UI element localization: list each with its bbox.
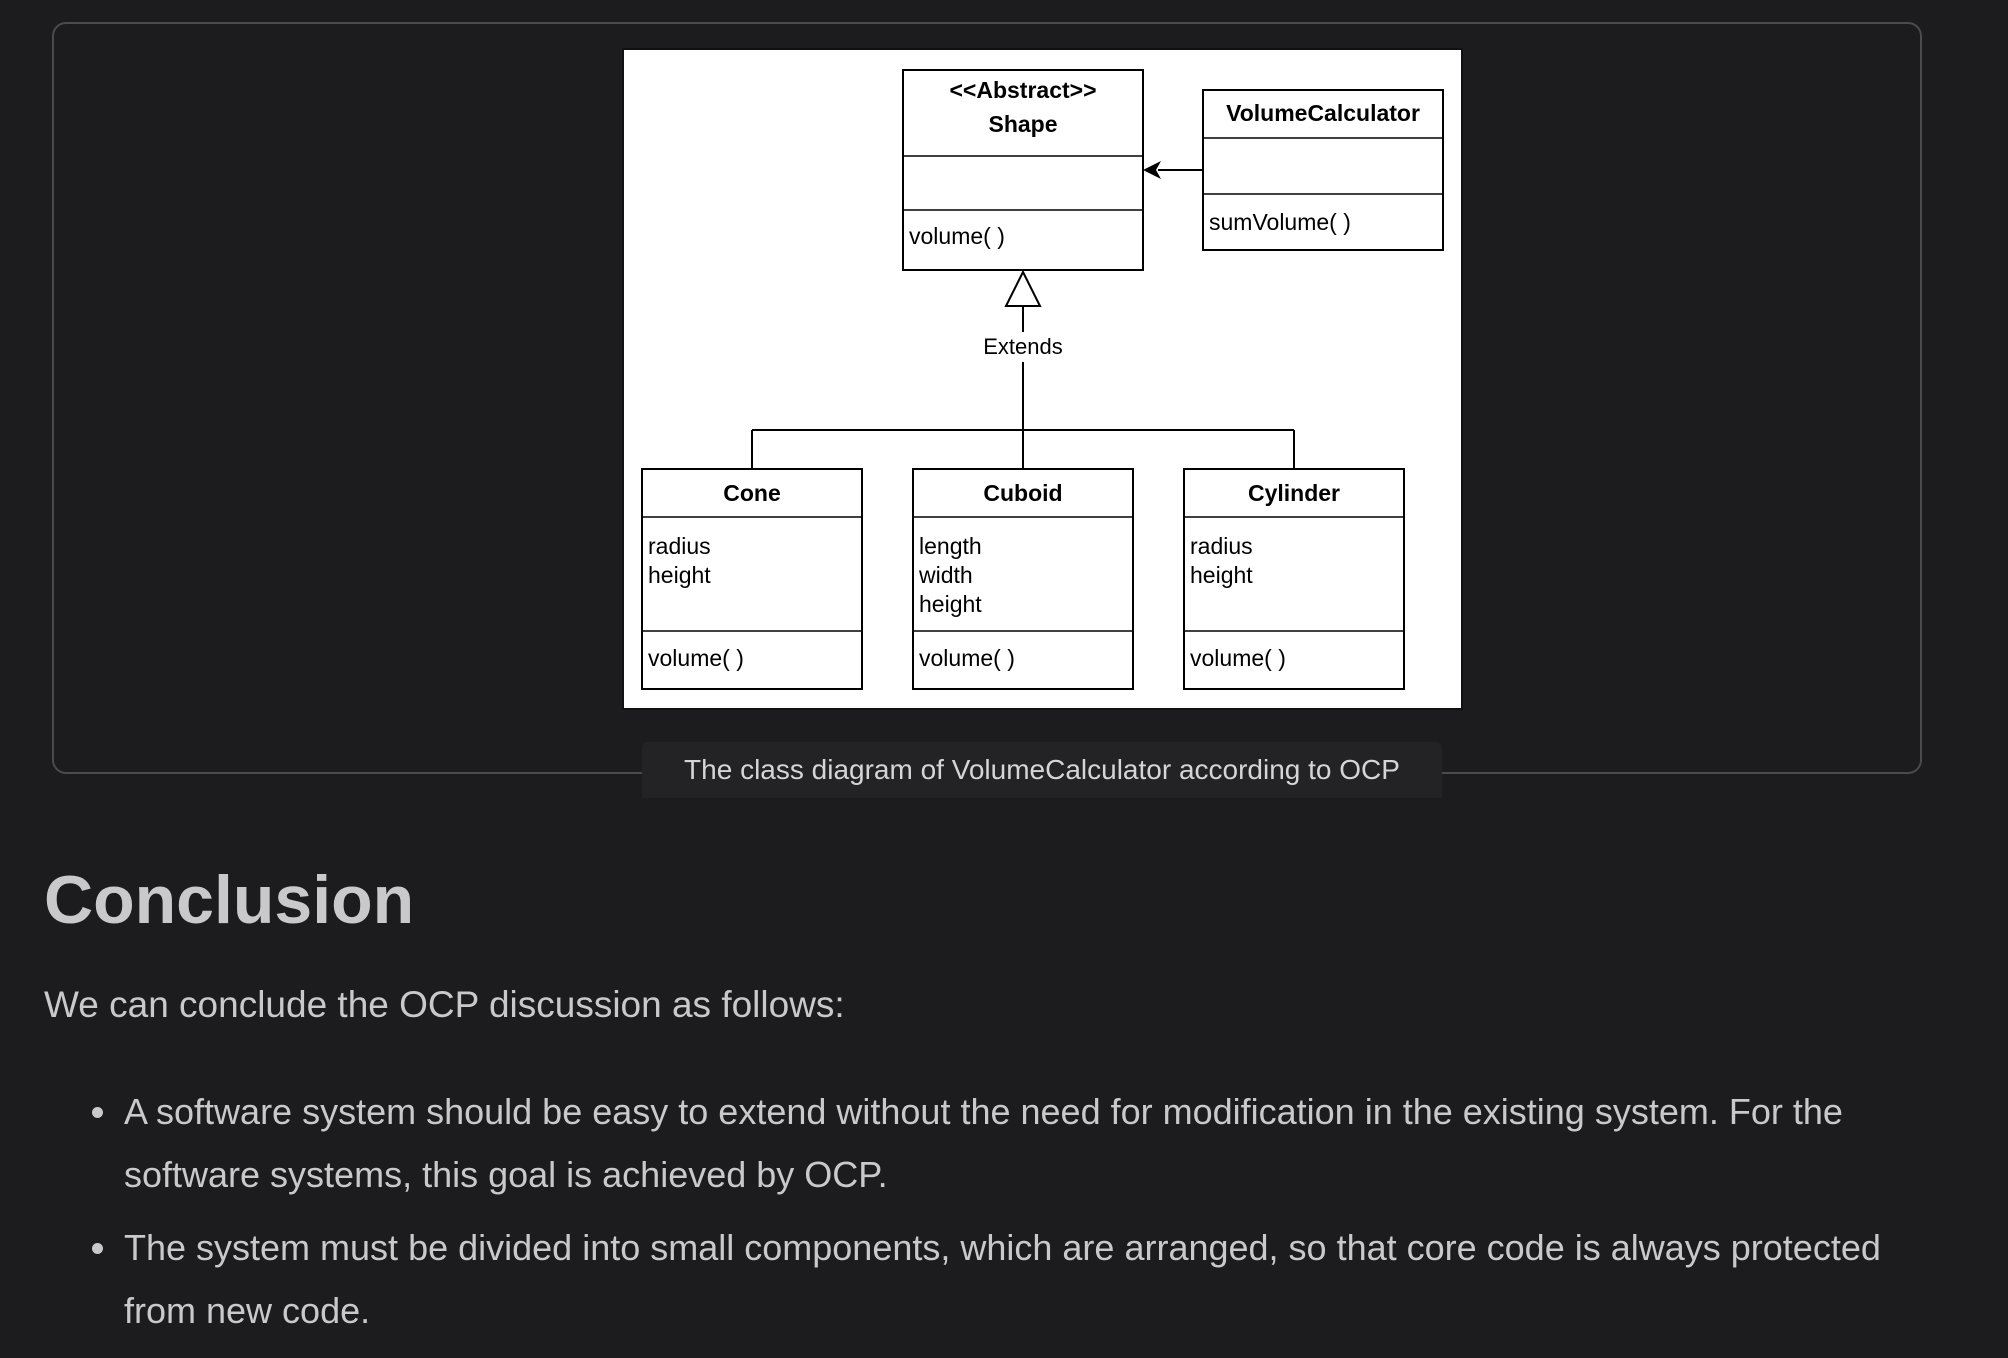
cone-method: volume( ) <box>648 645 744 671</box>
extends-label: Extends <box>983 334 1063 359</box>
cylinder-attr-radius: radius <box>1190 533 1253 559</box>
cuboid-attr-height: height <box>919 591 982 617</box>
volume-calculator-method: sumVolume( ) <box>1209 209 1351 235</box>
class-diagram: <<Abstract>> Shape volume( ) VolumeCalcu… <box>641 69 1444 690</box>
cone-class-name: Cone <box>723 480 781 506</box>
shape-class-name: Shape <box>988 111 1057 137</box>
cylinder-attr-height: height <box>1190 562 1253 588</box>
list-item: The system must be divided into small co… <box>44 1216 1934 1342</box>
cylinder-method: volume( ) <box>1190 645 1286 671</box>
cone-attr-height: height <box>648 562 711 588</box>
volume-calculator-class-name: VolumeCalculator <box>1226 100 1420 126</box>
conclusion-heading: Conclusion <box>44 862 415 938</box>
cone-attr-radius: radius <box>648 533 711 559</box>
shape-class-box: <<Abstract>> Shape volume( ) <box>902 69 1144 271</box>
cylinder-class-box: Cylinder radius height volume( ) <box>1183 468 1405 690</box>
association-arrow <box>1143 161 1203 179</box>
cone-class-box: Cone radius height volume( ) <box>641 468 863 690</box>
bullet-icon <box>92 1243 103 1254</box>
cuboid-attr-length: length <box>919 533 982 559</box>
shape-stereotype: <<Abstract>> <box>949 77 1096 103</box>
inheritance-connector: Extends <box>751 269 1295 469</box>
conclusion-list: A software system should be easy to exte… <box>44 1080 1934 1352</box>
list-item: A software system should be easy to exte… <box>44 1080 1934 1206</box>
bullet-icon <box>92 1107 103 1118</box>
cylinder-class-name: Cylinder <box>1248 480 1340 506</box>
conclusion-intro: We can conclude the OCP discussion as fo… <box>44 984 845 1025</box>
figure-card: <<Abstract>> Shape volume( ) VolumeCalcu… <box>52 22 1922 798</box>
class-diagram-image: <<Abstract>> Shape volume( ) VolumeCalcu… <box>622 48 1463 710</box>
shape-method: volume( ) <box>909 223 1005 249</box>
cuboid-attr-width: width <box>918 562 973 588</box>
list-item-text: The system must be divided into small co… <box>124 1227 1881 1331</box>
cuboid-class-name: Cuboid <box>983 480 1062 506</box>
cuboid-method: volume( ) <box>919 645 1015 671</box>
figure-caption: The class diagram of VolumeCalculator ac… <box>642 742 1442 798</box>
list-item-text: A software system should be easy to exte… <box>124 1091 1843 1195</box>
cuboid-class-box: Cuboid length width height volume( ) <box>912 468 1134 690</box>
volume-calculator-class-box: VolumeCalculator sumVolume( ) <box>1202 89 1444 251</box>
